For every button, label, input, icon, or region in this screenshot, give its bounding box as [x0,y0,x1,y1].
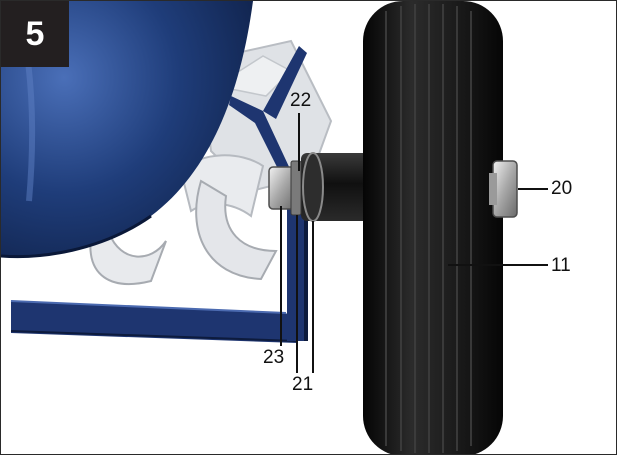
callout-11: 11 [551,255,571,276]
blue-frame-base [10,191,308,343]
callout-20: 20 [551,178,573,199]
figure-number-badge: 5 [1,1,69,67]
callout-23: 23 [263,347,285,368]
white-leg-handles [89,179,278,285]
leader-lines [280,113,548,373]
wheel-tire [363,1,503,454]
axle [301,152,371,222]
callout-21: 21 [292,374,314,395]
callout-22: 22 [290,90,312,111]
outer-nut [489,160,518,218]
blue-bracket-arm [229,46,307,179]
inner-nut [268,160,302,216]
